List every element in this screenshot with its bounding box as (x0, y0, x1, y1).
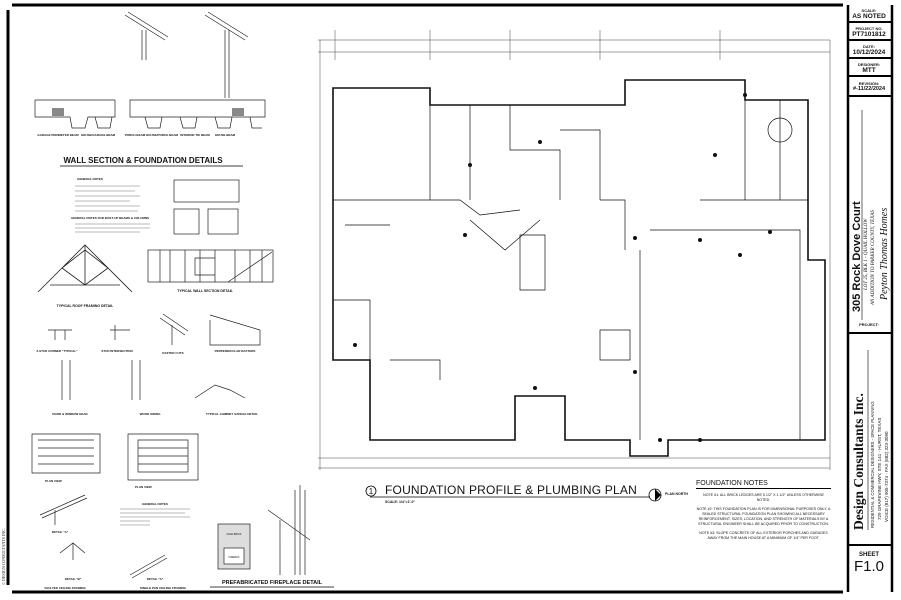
beam-label: HOUSE/PORCH BEAM (146, 133, 179, 137)
general-notes-heading: GENERAL NOTES (142, 502, 168, 506)
revision-label: REVISION: (858, 81, 880, 86)
sheet-border (6, 3, 894, 594)
scale-value: AS NOTED (852, 13, 886, 20)
firm-address: 729 GRAPEVINE HWY, STE 141 - HURST, TEXA… (877, 417, 882, 520)
wall-section-sketch (147, 249, 274, 283)
revision-value: #-11/22/2024 (852, 86, 886, 92)
stud-corner-caption: 3-STUD CORNER "TYPICAL" (36, 349, 78, 353)
chimney-saddle-caption: TYPICAL CHIMNEY SADDLE DETAIL (206, 412, 258, 416)
copyright-notice: © DESIGN CONSULTANTS INC. (1, 528, 6, 585)
firebox-label: FIREBOX (229, 556, 240, 559)
rafter-cuts-caption: RAFTER CUTS (162, 351, 183, 355)
dimension-lines (318, 30, 831, 470)
fireplace-caption: PREFABRICATED FIREPLACE DETAIL (222, 580, 323, 586)
wood-siding-caption: WOOD SIDING (140, 412, 161, 416)
firm-tagline: RESIDENTIAL & COMMERCIAL DESIGNERS - SPA… (870, 401, 875, 528)
plan-view-caption: PLAN VIEW (45, 479, 62, 483)
plan-view-sketches (31, 433, 199, 579)
date-label: DATE: (863, 44, 875, 49)
foundation-plan-drawing (318, 30, 831, 470)
notes-text-lines (75, 185, 150, 233)
detail-a-caption: DETAIL "A" (147, 577, 164, 581)
beam-label: PORCH BEAM (125, 133, 146, 137)
plan-scale: SCALE: 1/4"=1'-0" (385, 500, 415, 504)
designer-label: DESIGNER: (857, 62, 881, 67)
scale-label: SCALE: (861, 8, 877, 13)
framing-small-sketches (48, 313, 261, 400)
schedule-tables (173, 179, 240, 235)
plumbing-points (353, 93, 772, 442)
foundation-section-details (34, 11, 266, 129)
beam-label: HOUSE/GARAGE BEAM (81, 133, 116, 137)
builder-name: Peyton Thomas Homes (879, 207, 890, 300)
firm-name: Design Consultants Inc. (851, 393, 866, 530)
project-no-label: PROJECT NO. (855, 26, 883, 31)
plan-north-label: PLAN NORTH (665, 492, 688, 496)
roof-framing-sketch (37, 244, 133, 293)
beam-label: GARAGE PERIMETER BEAM (37, 133, 79, 137)
detail-b-caption: DETAIL "B" (65, 577, 82, 581)
door-window-head-caption: DOOR & WINDOW HEAD (52, 412, 88, 416)
beam-labels: GARAGE PERIMETER BEAM HOUSE/GARAGE BEAM … (37, 133, 235, 137)
stud-intersection-caption: STUD INTERSECTION (101, 349, 132, 353)
beam-label: HOUSE BEAM (215, 133, 236, 137)
vaulted-ceiling-caption: VAULTED CEILING FRAMING (44, 586, 86, 590)
foundation-note: NOTE #1: ALL BRICK LEDGES ARE 5 1/2" X 1… (703, 493, 824, 502)
project-label: PROJECT: (845, 322, 893, 327)
foundation-notes: FOUNDATION NOTES NOTE #1: ALL BRICK LEDG… (696, 479, 831, 541)
foundation-note: NOTE #3: SLOPE CONCRETE OF ALL EXTERIOR … (699, 531, 828, 540)
beam-notes-heading: GENERAL NOTES FOR BUILT-UP BEAMS & COLUM… (71, 216, 149, 220)
plan-view-caption: PLAN VIEW (135, 485, 152, 489)
addition-description: AN ADDITION TO PARKER COUNTY, TEXAS (871, 210, 876, 305)
wall-section-caption: TYPICAL WALL SECTION DETAIL (177, 289, 233, 293)
perpendicular-rafters-caption: PERPENDICULAR RAFTERS (215, 349, 256, 353)
foundation-notes-title: FOUNDATION NOTES (696, 479, 831, 489)
sheet-number: F1.0 (853, 558, 884, 575)
plan-title-block: 1 FOUNDATION PROFILE & PLUMBING PLAN SCA… (365, 483, 688, 504)
firm-phone: VOICE (817) 905-7374 - FAX (682) 323-309… (884, 431, 889, 522)
wall-section-title: WALL SECTION & FOUNDATION DETAILS (63, 156, 223, 165)
beam-label: INTERIOR TIE BEAM (180, 133, 210, 137)
detail-a-caption: DETAIL "A" (52, 530, 69, 534)
north-arrow-fill (655, 489, 661, 501)
interior-walls (333, 100, 808, 440)
date-value: 10/12/2024 (852, 49, 886, 56)
project-label-text: PROJECT: (859, 322, 879, 327)
general-notes-heading: GENERAL NOTES (77, 177, 103, 181)
foundation-outline (332, 79, 826, 457)
plan-number: 1 (369, 487, 374, 496)
scale-field: SCALE:AS NOTED (845, 8, 893, 20)
project-no-value: PT7101812 (852, 31, 886, 38)
roof-framing-caption: TYPICAL ROOF FRAMING DETAIL (57, 304, 115, 308)
foundation-note: NOTE #2: THIS FOUNDATION PLAN IS FOR DIM… (696, 507, 831, 526)
project-no-field: PROJECT NO.PT7101812 (845, 26, 893, 38)
plan-title: FOUNDATION PROFILE & PLUMBING PLAN (385, 483, 637, 497)
fireplace-sketch (217, 485, 311, 575)
face-brick-label: FACE BRICK (227, 533, 242, 536)
designer-field: DESIGNER:MTT (845, 62, 893, 74)
revision-field: REVISION:#-11/22/2024 (845, 81, 893, 92)
general-notes-lines (120, 508, 190, 526)
detail-number-bubble (365, 485, 377, 497)
designer-value: MTT (862, 67, 876, 74)
sheet-label: SHEET (858, 552, 879, 558)
lot-description: LOT 25, BLK 1 - QUAIL HOLLOW (864, 218, 869, 290)
project-address: 305 Rock Dove Court (851, 201, 863, 312)
single-pan-caption: SINGLE PAN CEILING FRAMING (140, 586, 187, 590)
date-field: DATE:10/12/2024 (845, 44, 893, 56)
